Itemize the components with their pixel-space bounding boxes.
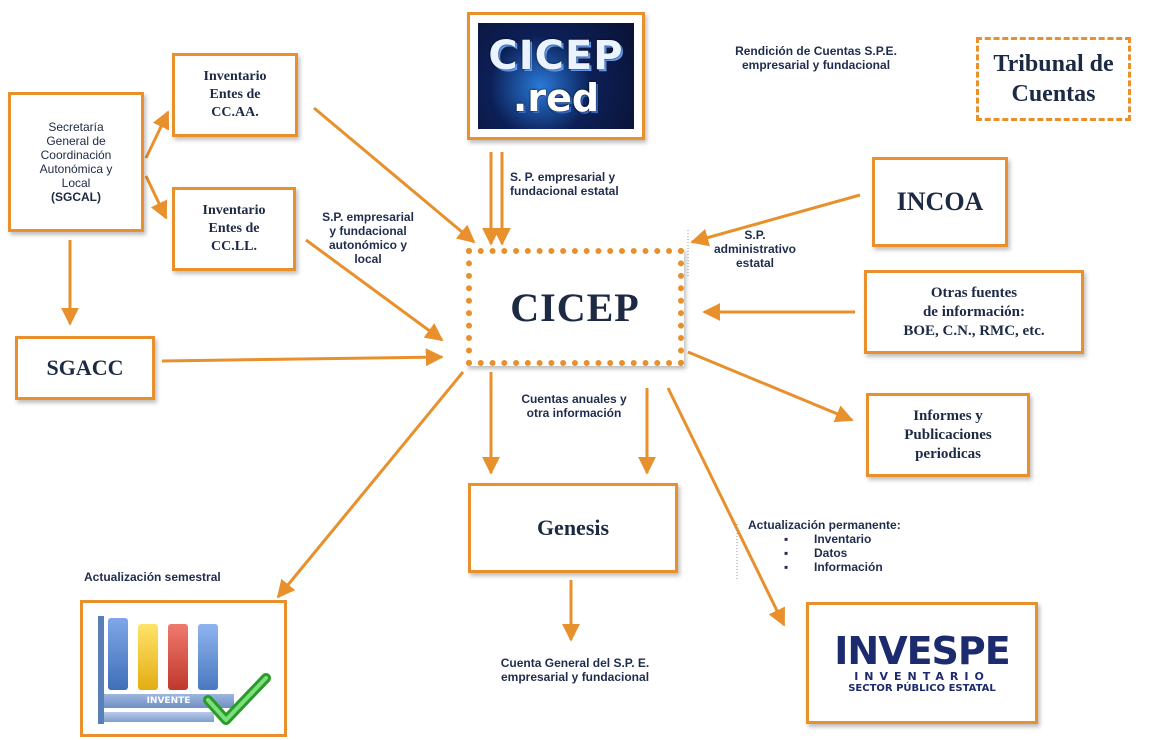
sgcal-line: General de: [46, 134, 106, 148]
invente-bar-red: [167, 623, 188, 690]
invente-label-bar: INVENTE: [103, 693, 234, 708]
invespe-logo-sub1: INVENTARIO: [854, 670, 990, 683]
inventario-ccaa-box: Inventario Entes de CC.AA.: [172, 53, 298, 137]
sgcal-line: Local: [61, 176, 91, 190]
invente-logo: INVENTE: [94, 610, 274, 728]
genesis-box: Genesis: [468, 483, 678, 573]
label-cuenta-general: Cuenta General del S.P. E. empresarial y…: [500, 656, 650, 684]
act-item: ▪Información: [784, 560, 883, 574]
incoa-box: INCOA: [872, 157, 1008, 247]
invespe-logo-title: INVESPE: [834, 629, 1010, 673]
tribunal-line-2: Cuentas: [1011, 81, 1096, 107]
invespe-logo-sub2: SECTOR PÚBLICO ESTATAL: [848, 683, 996, 694]
arrow-inv-ccll-to-cicep: [305, 238, 444, 342]
invespe-logo-box: INVESPE INVENTARIO SECTOR PÚBLICO ESTATA…: [806, 602, 1038, 724]
act-item: ▪Inventario: [784, 532, 872, 546]
informes-box: Informes y Publicaciones periodicas: [866, 393, 1030, 477]
tribunal-line-1: Tribunal de: [993, 51, 1114, 77]
sgcal-box: Secretaría General de Coordinación Auton…: [8, 92, 144, 232]
invente-bar-blue: [107, 617, 128, 690]
arrow-cicep-to-informes: [687, 350, 854, 423]
invente-bracket: [97, 615, 104, 724]
checkmark-icon: [202, 672, 271, 725]
tribunal-de-cuentas-box: Tribunal de Cuentas: [976, 37, 1131, 121]
sgcal-line: (SGCAL): [51, 190, 101, 204]
cicep-red-logo-text-bottom: .red: [512, 76, 600, 120]
invente-bar-blue-2: [197, 623, 218, 690]
label-sp-empresarial-autonomico: S.P. empresarial y fundacional autonómic…: [322, 210, 414, 266]
label-cuentas-anuales: Cuentas anuales y otra información: [521, 392, 627, 420]
invente-logo-box: INVENTE: [80, 600, 287, 737]
sgcal-line: Secretaría: [48, 120, 104, 134]
cicep-red-logo-box: CICEP .red: [467, 12, 645, 140]
cicep-central-box: CICEP: [466, 248, 684, 366]
otras-fuentes-box: Otras fuentes de información: BOE, C.N.,…: [864, 270, 1084, 354]
arrow-incoa-to-cicep: [690, 193, 861, 247]
label-rendicion: Rendición de Cuentas S.P.E. empresarial …: [735, 44, 897, 72]
invente-base-bar: [103, 711, 214, 722]
invente-label: INVENTE: [146, 695, 191, 706]
sgcal-line: Coordinación: [40, 148, 112, 162]
arrow-cicep-to-invespe: [666, 387, 786, 627]
label-actualizacion-permanente: Actualización permanente: ▪Inventario ▪D…: [748, 518, 948, 574]
arrow-sgcal-to-inv-ccaa: [144, 110, 170, 159]
sgacc-box: SGACC: [15, 336, 155, 400]
inventario-ccll-box: Inventario Entes de CC.LL.: [172, 187, 296, 271]
act-item: ▪Datos: [784, 546, 848, 560]
arrow-cicep-to-invente: [276, 371, 465, 599]
sgcal-line: Autonómica y: [39, 162, 113, 176]
cicep-red-logo-text-top: CICEP: [488, 33, 624, 79]
arrow-sgacc-to-cicep: [161, 348, 444, 367]
label-actualizacion-semestral: Actualización semestral: [84, 570, 221, 584]
invente-bar-yellow: [137, 623, 158, 690]
label-sp-empresarial-estatal: S. P. empresarial y fundacional estatal: [510, 170, 619, 198]
label-sp-administrativo: S.P. administrativo estatal: [713, 228, 797, 270]
cicep-title: CICEP: [510, 284, 640, 330]
arrow-inv-ccaa-to-cicep: [313, 106, 476, 244]
cicep-red-logo: CICEP .red: [478, 23, 634, 129]
arrow-sgcal-to-inv-ccll: [144, 175, 168, 220]
